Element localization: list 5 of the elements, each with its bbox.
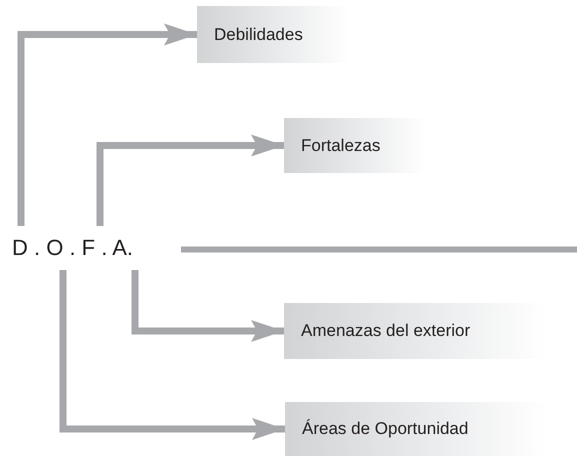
elbow-arrow	[18, 24, 197, 226]
elbow-arrow	[132, 270, 284, 342]
elbow-arrow	[60, 270, 285, 440]
title-text: D . O . F . A.	[12, 226, 172, 270]
elbow-arrow	[96, 134, 284, 226]
